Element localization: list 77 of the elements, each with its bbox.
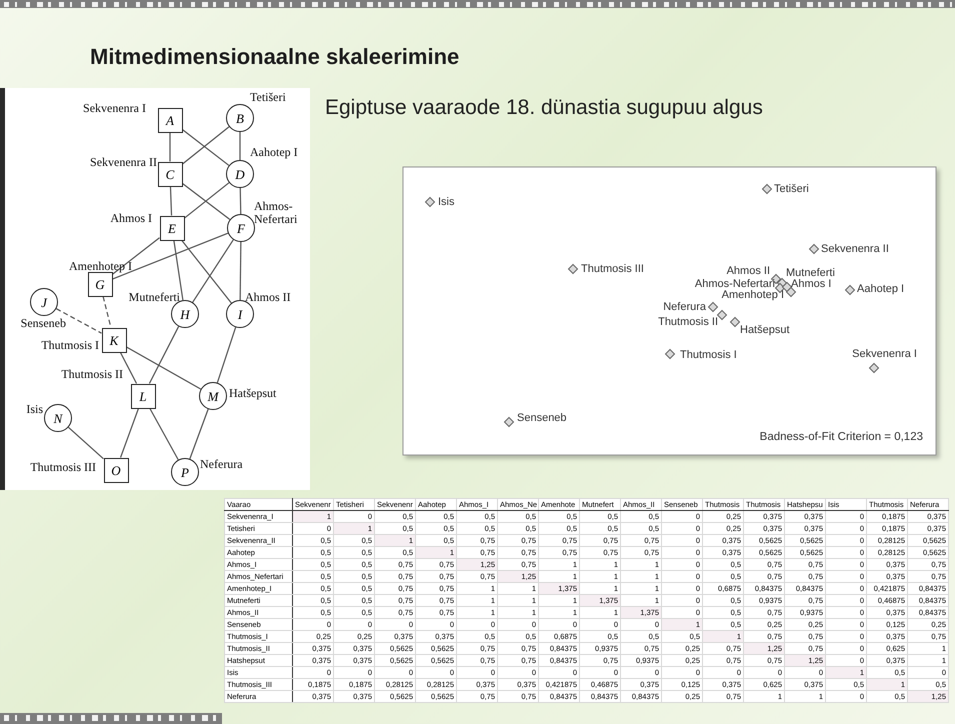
connector-line <box>149 408 179 460</box>
connector-line <box>240 242 242 300</box>
connector-line <box>148 326 180 384</box>
node-letter: M <box>208 390 218 402</box>
node-letter: B <box>236 112 244 124</box>
point-label: Aahotep I <box>857 283 904 295</box>
connector-line <box>192 239 234 303</box>
node-letter: D <box>235 168 245 180</box>
point-label: Mutneferti <box>786 267 835 279</box>
person-name: Ahmos II <box>245 291 291 304</box>
point-label: Senseneb <box>517 412 567 424</box>
connector-line <box>112 237 160 275</box>
person-name: Isis <box>26 403 43 416</box>
point-label: Tetišeri <box>774 183 809 195</box>
connector-line <box>173 240 184 300</box>
person-name: Sekvenenra II <box>90 156 157 169</box>
person-name: Thutmosis I <box>41 339 99 352</box>
point-label: Isis <box>438 196 454 208</box>
person-name: Mutneferti <box>128 291 180 304</box>
point-label: Neferura <box>663 301 706 313</box>
person-name: Thutmosis II <box>61 368 123 381</box>
pedigree-square <box>158 108 182 132</box>
pedigree-square <box>130 384 156 408</box>
slide-title: Mitmedimensionaalne skaleerimine <box>90 44 460 70</box>
pedigree-square <box>160 216 184 240</box>
node-letter: C <box>166 168 174 180</box>
point-label: Thutmosis I <box>680 349 737 361</box>
node-letter: A <box>166 114 174 126</box>
fit-statistic: Badness-of-Fit Criterion = 0,123 <box>760 431 923 443</box>
point-label: Sekvenenra II <box>821 243 889 255</box>
person-name: Sekvenenra I <box>83 102 146 115</box>
person-name: Thutmosis III <box>30 461 96 474</box>
pedigree-square <box>102 328 126 352</box>
connector-line <box>120 352 138 384</box>
person-name: Neferura <box>200 458 243 471</box>
node-letter: O <box>111 464 121 476</box>
person-name: Ahmos-Nefertari <box>254 200 298 226</box>
connector-line <box>169 132 171 162</box>
dashed-connector <box>56 308 102 334</box>
node-letter: F <box>237 222 245 234</box>
connector-line <box>181 240 232 304</box>
connector-line <box>239 132 241 160</box>
connector-line <box>112 232 228 280</box>
point-label: Thutmosis III <box>581 263 644 275</box>
person-name: Aahotep I <box>250 146 298 159</box>
node-letter: H <box>180 308 190 320</box>
node-letter: E <box>168 222 176 234</box>
pedigree-square <box>88 272 112 296</box>
point-label: Ahmos I <box>791 278 832 290</box>
connector-line <box>240 188 242 214</box>
connector-line <box>126 346 202 390</box>
person-name: Tetišeri <box>250 91 286 104</box>
node-letter: I <box>238 308 242 320</box>
point-label: Ahmos II <box>726 265 770 277</box>
node-letter: L <box>139 390 147 402</box>
point-label: Hatšepsut <box>740 324 790 336</box>
node-letter: G <box>95 278 105 290</box>
point-label: Thutmosis II <box>658 316 718 328</box>
connector-line <box>68 426 104 460</box>
person-name: Senseneb <box>20 317 66 330</box>
pedigree-square <box>158 162 182 186</box>
node-letter: N <box>54 412 62 424</box>
subtitle: Egiptuse vaaraode 18. dünastia sugupuu algus <box>325 96 763 120</box>
connector-line <box>216 327 236 383</box>
connector-line <box>189 408 209 460</box>
person-name: Amenhotep I <box>69 260 132 273</box>
person-name: Hatšepsut <box>229 387 276 400</box>
point-label: Amenhotep I <box>722 289 784 301</box>
point-label: Sekvenenra I <box>852 348 917 360</box>
connector-line <box>170 186 172 216</box>
person-name: Ahmos I <box>110 212 152 225</box>
pedigree-square <box>104 458 128 482</box>
point-label: Ahmos-Nefertari <box>694 278 775 290</box>
node-letter: P <box>181 466 189 478</box>
node-letter: J <box>41 296 47 308</box>
node-letter: K <box>110 334 118 346</box>
connector-line <box>120 408 139 458</box>
